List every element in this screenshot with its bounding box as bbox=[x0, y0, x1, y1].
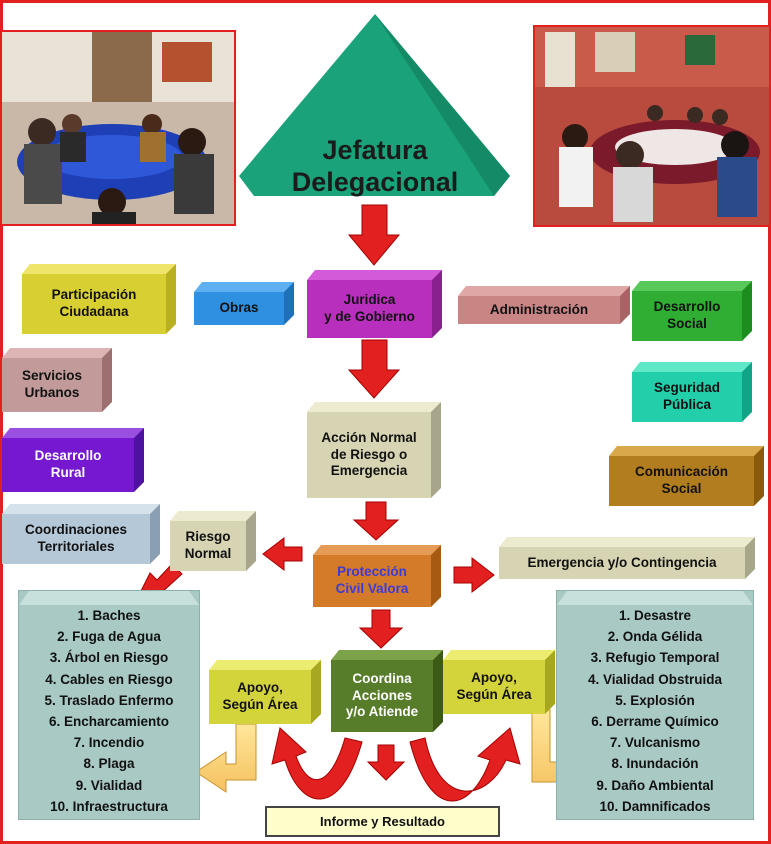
emergencia-list-item: 4. Vialidad Obstruida bbox=[587, 671, 723, 687]
jefatura-line2: Delegacional bbox=[291, 167, 459, 197]
apoyo-right-line1: Apoyo, bbox=[471, 670, 517, 686]
box-coordinaciones-territoriales: Coordinaciones Territoriales bbox=[2, 504, 160, 564]
meeting-photo-right bbox=[533, 25, 771, 227]
accion-line1: Acción Normal bbox=[321, 429, 417, 445]
emergencia-list-item: 1. Desastre bbox=[618, 608, 692, 623]
emergencia-list-item: 7. Vulcanismo bbox=[609, 735, 701, 751]
emergencia-list-item: 5. Explosión bbox=[615, 692, 695, 708]
seguridad-publica-line2: Pública bbox=[662, 397, 711, 412]
riesgo-normal-list-item: 9. Vialidad bbox=[75, 777, 143, 793]
juridica-line1: Juridica bbox=[343, 292, 396, 308]
emergencia-list-item: 8. Inundación bbox=[611, 756, 699, 772]
riesgo-line2: Normal bbox=[184, 546, 232, 561]
jefatura-line1: Jefatura bbox=[322, 135, 428, 165]
riesgo-normal-list-item: 10. Infraestructura bbox=[50, 798, 168, 814]
box-coordina-acciones: Coordina Acciones y/o Atiende bbox=[331, 650, 443, 732]
box-desarrollo-social: Desarrollo Social bbox=[632, 281, 752, 341]
list-emergencia-items: 1. Desastre 2. Onda Gélida 3. Refugio Temp… bbox=[557, 605, 753, 817]
box-apoyo-left: Apoyo, Según Área bbox=[209, 660, 321, 724]
informe-label: Informe y Resultado bbox=[320, 814, 445, 829]
coordina-line3: y/o Atiende bbox=[345, 704, 419, 720]
box-desarrollo-rural: Desarrollo Rural bbox=[2, 428, 144, 492]
coordina-line1: Coordina bbox=[352, 670, 412, 686]
box-juridica-gobierno: Juridica y de Gobierno bbox=[307, 270, 442, 338]
apoyo-right-line2: Según Área bbox=[456, 687, 532, 702]
coordina-line2: Acciones bbox=[351, 687, 413, 703]
juridica-line2: y de Gobierno bbox=[324, 309, 415, 324]
riesgo-normal-list-item: 3. Árbol en Riesgo bbox=[49, 650, 169, 666]
coordinaciones-line1: Coordinaciones bbox=[24, 522, 127, 538]
box-emergencia-contingencia: Emergencia y/o Contingencia bbox=[499, 537, 755, 579]
meeting-photo-left bbox=[0, 30, 236, 226]
seguridad-publica-line1: Seguridad bbox=[653, 380, 720, 396]
emergencia-label: Emergencia y/o Contingencia bbox=[527, 554, 717, 570]
box-apoyo-right: Apoyo, Según Área bbox=[443, 650, 555, 714]
comunicacion-social-line1: Comunicación bbox=[634, 464, 728, 480]
riesgo-line1: Riesgo bbox=[185, 529, 231, 545]
box-accion-normal: Acción Normal de Riesgo o Emergencia bbox=[307, 402, 441, 498]
participacion-line1: Participación bbox=[51, 287, 137, 303]
riesgo-normal-list-item: 2. Fuga de Agua bbox=[57, 629, 161, 645]
obras-label: Obras bbox=[219, 300, 259, 316]
emergencia-list-item: 10. Damnificados bbox=[599, 798, 711, 814]
emergencia-list-item: 9. Daño Ambiental bbox=[596, 777, 714, 793]
servicios-urbanos-line1: Servicios bbox=[21, 368, 83, 384]
emergencia-list-item: 2. Onda Gélida bbox=[607, 629, 703, 645]
box-obras: Obras bbox=[194, 282, 294, 325]
box-proteccion-civil: Protección Civil Valora bbox=[313, 545, 441, 607]
box-riesgo-normal: Riesgo Normal bbox=[170, 511, 256, 571]
desarrollo-rural-line1: Desarrollo bbox=[34, 448, 102, 464]
box-informe-resultado: Informe y Resultado bbox=[265, 806, 500, 837]
emergencia-list-item: 6. Derrame Químico bbox=[591, 714, 719, 730]
desarrollo-rural-line2: Rural bbox=[50, 465, 86, 480]
proteccion-line1: Protección bbox=[337, 564, 407, 580]
riesgo-normal-list-item: 8. Plaga bbox=[83, 756, 135, 772]
apoyo-left-line1: Apoyo, bbox=[237, 680, 283, 696]
servicios-urbanos-line2: Urbanos bbox=[24, 385, 80, 400]
riesgo-normal-list-item: 7. Incendio bbox=[73, 735, 145, 751]
list-riesgo-normal-items: 1. Baches 2. Fuga de Agua 3. Árbol en Ries… bbox=[19, 605, 199, 817]
box-servicios-urbanos: Servicios Urbanos bbox=[2, 348, 112, 412]
administracion-label: Administración bbox=[489, 301, 589, 317]
proteccion-line2: Civil Valora bbox=[335, 581, 409, 596]
list-emergencia: 1. Desastre 2. Onda Gélida 3. Refugio Temp… bbox=[556, 590, 754, 820]
riesgo-normal-list-item: 1. Baches bbox=[77, 608, 141, 623]
emergencia-list-item: 3. Refugio Temporal bbox=[590, 650, 720, 666]
desarrollo-social-line1: Desarrollo bbox=[653, 299, 721, 315]
box-participacion-ciudadana: Participación Ciudadana bbox=[22, 264, 176, 334]
box-seguridad-publica: Seguridad Pública bbox=[632, 362, 752, 422]
riesgo-normal-list-item: 4. Cables en Riesgo bbox=[45, 671, 173, 687]
box-administracion: Administración bbox=[458, 286, 630, 324]
desarrollo-social-line2: Social bbox=[667, 316, 707, 331]
apoyo-left-line2: Según Área bbox=[222, 697, 298, 712]
jefatura-delegacional-label: Jefatura Delegacional bbox=[257, 134, 493, 198]
list-riesgo-normal: 1. Baches 2. Fuga de Agua 3. Árbol en Ries… bbox=[18, 590, 200, 820]
riesgo-normal-list-item: 5. Traslado Enfermo bbox=[44, 692, 174, 708]
accion-line3: Emergencia bbox=[330, 463, 408, 479]
comunicacion-social-line2: Social bbox=[661, 481, 702, 496]
coordinaciones-line2: Territoriales bbox=[37, 539, 115, 554]
box-comunicacion-social: Comunicación Social bbox=[609, 446, 764, 506]
accion-line2: de Riesgo o bbox=[330, 446, 408, 462]
participacion-line2: Ciudadana bbox=[59, 304, 129, 319]
riesgo-normal-list-item: 6. Encharcamiento bbox=[48, 714, 170, 730]
